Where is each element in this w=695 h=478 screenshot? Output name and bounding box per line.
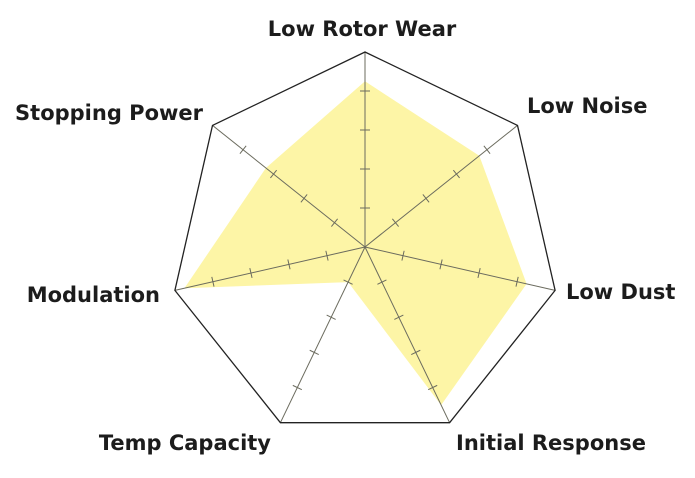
tick-modulation-2 [325,250,329,261]
spoke-modulation [174,246,366,291]
spoke-initial-response [364,246,451,423]
tick-temp-capacity-6 [309,349,319,356]
tick-stopping-power-4 [300,194,308,203]
axis-label-low-dust: Low Dust [566,280,675,304]
axis-label-modulation: Modulation [27,283,160,307]
tick-initial-response-6 [411,349,421,356]
tick-stopping-power-6 [270,169,278,179]
tick-low-dust-8 [515,276,519,287]
chart-outline [174,51,556,424]
tick-temp-capacity-2 [343,279,353,285]
tick-low-dust-2 [401,250,405,261]
tick-stopping-power-8 [239,145,247,154]
data-area [184,81,527,406]
tick-low-noise-6 [452,169,460,179]
tick-low-dust-4 [439,259,443,270]
spoke-temp-capacity [279,246,366,423]
tick-temp-capacity-4 [326,314,336,320]
spokes [174,52,556,423]
axis-label-initial-response: Initial Response [456,431,646,455]
axis-label-low-rotor-wear: Low Rotor Wear [268,17,457,41]
tick-low-noise-2 [391,218,399,227]
tick-low-dust-6 [477,268,481,279]
tick-modulation-6 [249,268,253,279]
tick-initial-response-8 [427,384,438,391]
tick-initial-response-4 [394,314,404,320]
tick-temp-capacity-8 [292,384,303,391]
tick-initial-response-2 [377,279,387,285]
axis-label-low-noise: Low Noise [527,94,647,118]
axis-label-stopping-power: Stopping Power [15,101,204,125]
spoke-low-dust [364,246,556,291]
spoke-low-noise [364,125,518,248]
tick-stopping-power-2 [331,218,339,227]
axis-label-temp-capacity: Temp Capacity [99,431,271,455]
spoke-stopping-power [212,125,366,248]
tick-modulation-4 [287,259,291,270]
tick-low-noise-4 [422,194,430,203]
tick-low-noise-8 [483,145,491,154]
tick-modulation-8 [211,276,215,287]
